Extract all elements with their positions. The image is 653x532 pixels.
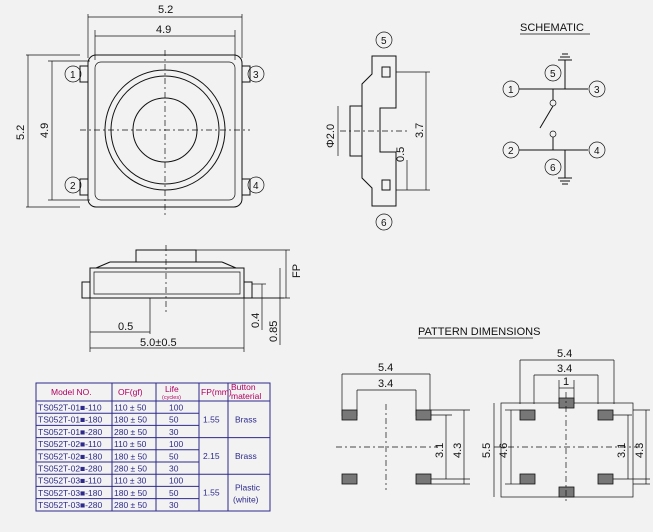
top-dim-height-inner: 4.9 [39, 123, 51, 138]
pattern-right-mid: 3.4 [557, 363, 572, 375]
top-pin-4: 4 [253, 181, 259, 192]
table-cell-material-note: (white) [233, 495, 259, 505]
pattern-right-pitch: 3.1 [616, 443, 628, 458]
table-header-model: Model NO. [51, 387, 92, 397]
pattern-right-outer: 5.4 [557, 348, 572, 360]
pattern-left-pitch: 3.1 [434, 443, 446, 458]
pattern-dimensions: PATTERN DIMENSIONS 5.4 3.4 3.1 4.3 [336, 326, 650, 503]
table-cell-of: 110 ± 50 [114, 439, 147, 449]
table-cell-model: TS052T-01■-280 [38, 427, 102, 437]
table-cell-model: TS052T-03■-110 [38, 476, 102, 486]
table-header-life-sub: (cycles) [162, 395, 181, 401]
table-cell-of: 280 ± 50 [114, 427, 147, 437]
table-cell-life: 100 [169, 403, 183, 413]
side-dim-diameter: Φ2.0 [325, 124, 337, 148]
table-cell-model: TS052T-02■-180 [38, 451, 102, 461]
table-cell-fp: 1.55 [203, 488, 220, 498]
top-pin-1: 1 [70, 70, 76, 81]
side-view: 5 6 3.7 0.5 Φ2.0 [325, 31, 430, 231]
schematic-pin-5: 5 [550, 69, 556, 80]
top-dim-width-outer: 5.2 [158, 4, 173, 16]
top-pin-2: 2 [70, 181, 76, 192]
top-view: 5.2 4.9 5.2 4.9 1 2 [15, 4, 265, 215]
spec-table: Model NO. OF(gf) Life (cycles) FP(mm) Bu… [35, 382, 271, 512]
table-cell-of: 180 ± 50 [114, 488, 147, 498]
table-cell-of: 280 ± 50 [114, 500, 147, 510]
table-cell-life: 50 [169, 451, 179, 461]
table-cell-fp: 1.55 [203, 414, 220, 424]
table-cell-model: TS052T-02■-280 [38, 464, 102, 474]
front-dim-fp: FP [291, 264, 303, 278]
table-cell-model: TS052T-03■-280 [38, 500, 102, 510]
schematic-pin-4: 4 [594, 146, 600, 157]
table-header-life: Life [165, 384, 179, 394]
top-dim-width-inner: 4.9 [156, 24, 171, 36]
table-header-of: OF(gf) [118, 387, 143, 397]
table-cell-life: 50 [169, 415, 179, 425]
side-dim-height: 3.7 [414, 123, 426, 138]
table-cell-model: TS052T-02■-110 [38, 439, 102, 449]
table-cell-material: Brass [235, 414, 257, 424]
pattern-title: PATTERN DIMENSIONS [418, 326, 540, 338]
schematic-pin-6: 6 [550, 163, 556, 174]
pattern-right: 5.4 3.4 1 5.5 4.6 [481, 348, 650, 503]
table-cell-of: 180 ± 50 [114, 451, 147, 461]
schematic-pin-2: 2 [508, 146, 514, 157]
table-cell-life: 50 [169, 488, 179, 498]
table-header-fp: FP(mm) [201, 387, 232, 397]
schematic-pin-3: 3 [594, 85, 600, 96]
table-cell-life: 30 [169, 500, 179, 510]
pattern-right-height-mid: 4.6 [498, 443, 510, 458]
table-cell-material: Plastic [235, 483, 261, 493]
side-pin-6: 6 [381, 218, 387, 229]
front-dim-lead: 0.4 [250, 313, 262, 328]
side-pin-5: 5 [381, 36, 387, 47]
pattern-left-inner: 3.4 [378, 378, 393, 390]
table-cell-life: 100 [169, 476, 183, 486]
schematic: SCHEMATIC 1 2 3 4 5 6 [502, 22, 606, 185]
table-cell-life: 30 [169, 427, 179, 437]
pattern-left: 5.4 3.4 3.1 4.3 [336, 362, 470, 490]
schematic-title: SCHEMATIC [520, 22, 584, 34]
front-view: FP 5.0±0.5 0.5 0.4 0.85 [81, 245, 303, 352]
table-cell-model: TS052T-03■-180 [38, 488, 102, 498]
top-dim-height-outer: 5.2 [15, 125, 27, 140]
pattern-right-inner: 1 [563, 376, 569, 388]
front-dim-width: 5.0±0.5 [140, 337, 177, 349]
pattern-right-height-outer: 5.5 [481, 443, 493, 458]
table-cell-of: 110 ± 50 [114, 403, 147, 413]
table-cell-of: 180 ± 50 [114, 415, 147, 425]
table-cell-life: 100 [169, 439, 183, 449]
table-cell-model: TS052T-01■-180 [38, 415, 102, 425]
top-pin-3: 3 [253, 70, 259, 81]
table-cell-life: 30 [169, 464, 179, 474]
side-dim-offset: 0.5 [395, 147, 407, 162]
front-dim-base: 0.5 [118, 321, 133, 333]
table-cell-of: 280 ± 50 [114, 464, 147, 474]
table-cell-model: TS052T-01■-110 [38, 403, 102, 413]
table-header-button: Button material [231, 382, 261, 401]
front-dim-thickness: 0.85 [268, 321, 280, 342]
pattern-left-outer: 5.4 [378, 362, 393, 374]
table-cell-material: Brass [235, 451, 257, 461]
table-cell-of: 110 ± 30 [114, 476, 147, 486]
table-cell-fp: 2.15 [203, 451, 220, 461]
pattern-right-height: 4.3 [634, 443, 646, 458]
schematic-pin-1: 1 [508, 85, 514, 96]
pattern-left-height: 4.3 [452, 443, 464, 458]
